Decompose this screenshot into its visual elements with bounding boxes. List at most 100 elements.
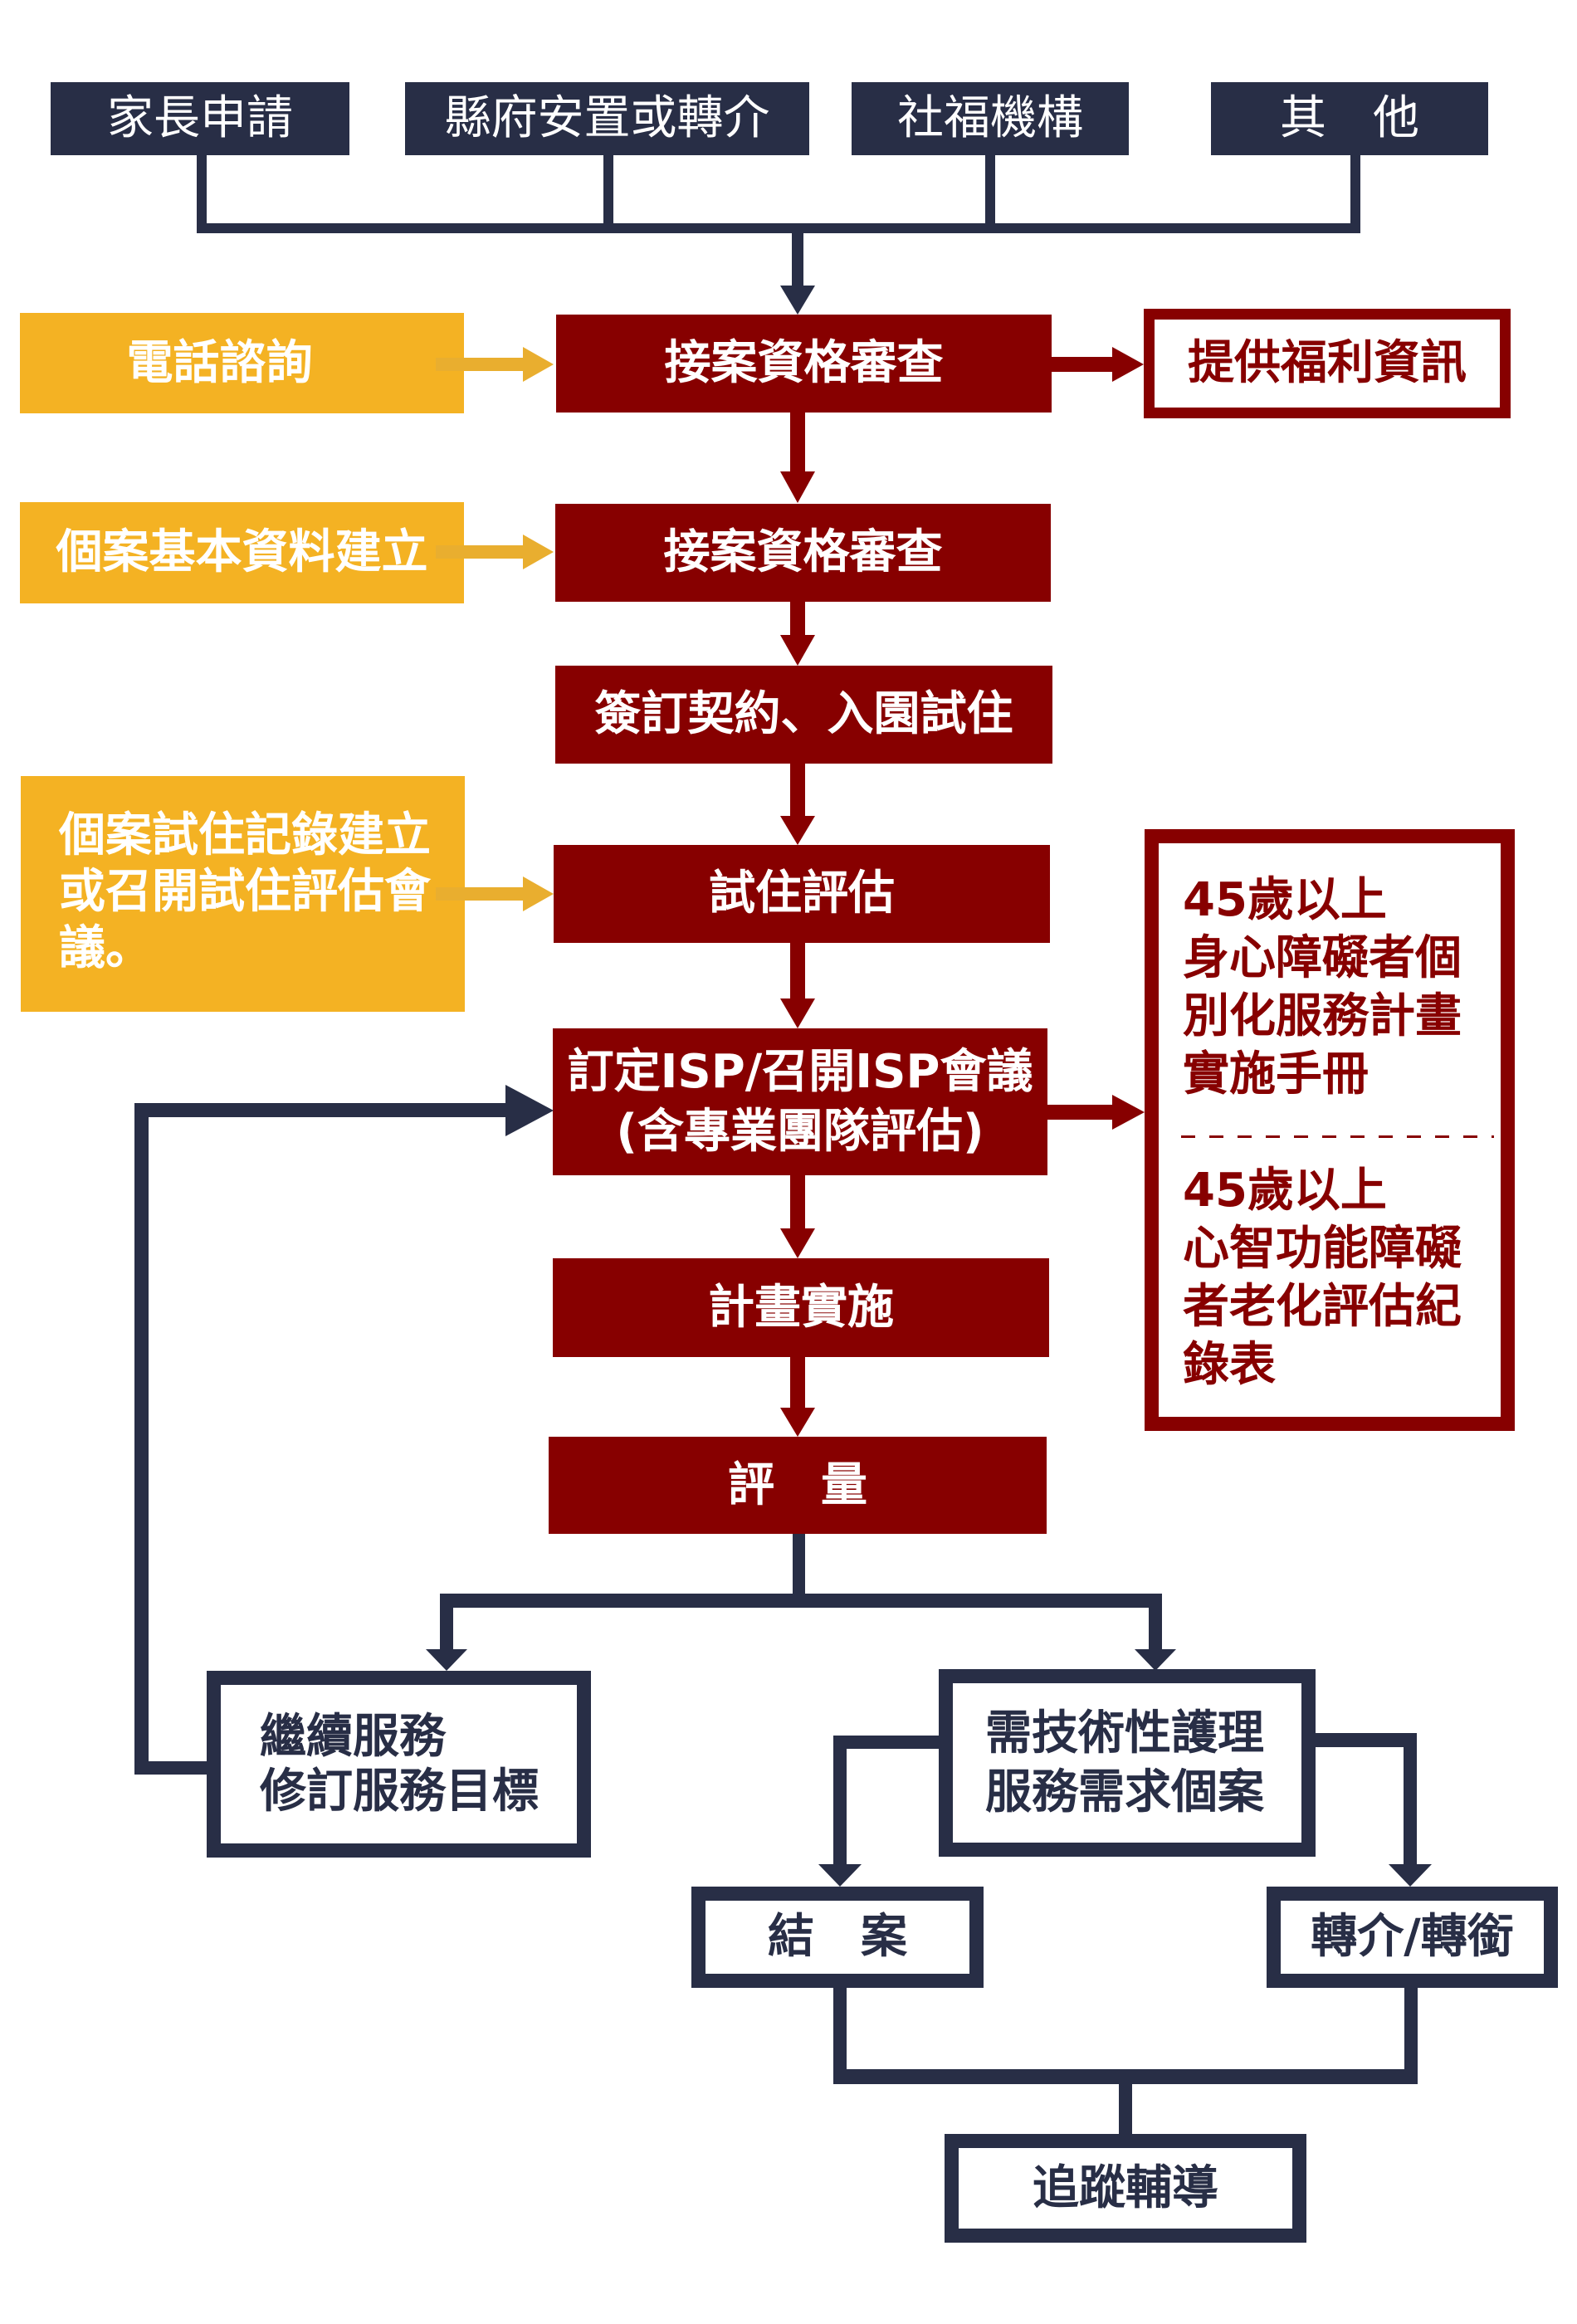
connector-referral-down [1404,1988,1418,2084]
connector-to-case-closed [833,1736,847,1866]
step-eligibility-review-1: 接案資格審查 [556,315,1052,413]
outcome-nursing-needs: 需技術性護理 服務需求個案 [939,1669,1316,1857]
outcome-case-closed: 結 案 [691,1887,984,1988]
reference-form-aging-assessment: 45歲以上 心智功能障礙 者老化評估紀 錄表 [1183,1162,1462,1394]
step-label: 計畫實施 [708,1280,894,1335]
connector-to-continue [440,1594,453,1652]
connector-source-4 [1350,155,1360,233]
connector-assessment-drop [793,1534,805,1608]
source-label: 其 他 [1280,91,1419,145]
arrowhead-right-icon [1112,1095,1145,1130]
connector-assessment-split-bar [440,1594,1162,1608]
connector-source-2 [603,155,613,233]
arrow-shaft-to-reference-forms [1047,1105,1114,1120]
step-label: 試住評估 [709,867,895,920]
connector-source-1 [197,155,207,233]
reference-form-line: 別化服務計畫 [1183,989,1462,1043]
source-box-county-placement: 縣府安置或轉介 [405,82,809,155]
outcome-line: 修訂服務目標 [260,1764,539,1819]
step-label: (含專業團隊評估) [616,1104,984,1159]
dashed-divider [1181,1135,1494,1138]
connector-closed-down [833,1988,847,2084]
connector-feedback-from-continue [134,1761,209,1775]
reference-forms-box: 45歲以上 身心障礙者個 別化服務計畫 實施手冊 45歲以上 心智功能障礙 者老… [1145,829,1515,1431]
connector-nursing-right [1313,1733,1417,1747]
connector-to-follow-up [1119,2084,1132,2134]
side-input-basic-record: 個案基本資料建立 [20,502,464,603]
connector-to-review [792,233,803,288]
arrowhead-right-icon [1112,347,1144,382]
arrow-shaft-step-4-5 [790,943,805,1000]
step-isp-meeting: 訂定ISP/召開ISP會議 (含專業團隊評估) [553,1028,1047,1175]
connector-feedback-vertical [134,1103,149,1775]
step-trial-evaluation: 試住評估 [554,845,1050,943]
step-assessment: 評 量 [549,1437,1047,1534]
reference-form-line: 者老化評估紀 [1183,1280,1462,1334]
arrowhead-right-icon [523,347,554,382]
arrowhead-down-icon [426,1649,467,1671]
reference-form-line: 身心障礙者個 [1183,931,1462,985]
step-label: 簽訂契約、入園試住 [594,687,1013,741]
side-input-label: 個案基本資料建立 [56,525,428,579]
arrowhead-down-icon [780,286,815,315]
outcome-line: 服務需求個案 [985,1765,1264,1819]
connector-to-nursing [1149,1594,1162,1652]
arrow-shaft-step-5-6 [790,1175,805,1230]
arrowhead-down-icon [818,1864,862,1887]
step-label: 訂定ISP/召開ISP會議 [567,1044,1033,1099]
outcome-continue-service: 繼續服務 修訂服務目標 [207,1671,591,1858]
side-input-label: 電話諮詢 [126,335,313,390]
step-label: 評 量 [728,1457,867,1512]
step-plan-implementation: 計畫實施 [553,1258,1049,1357]
step-eligibility-review-2: 接案資格審查 [555,504,1051,602]
reference-form-line: 錄表 [1183,1338,1276,1392]
source-box-other: 其 他 [1211,82,1488,155]
arrowhead-down-icon [780,816,815,845]
outcome-line: 需技術性護理 [985,1706,1264,1760]
side-input-phone-consult: 電話諮詢 [20,313,464,413]
connector-feedback-horizontal [134,1103,508,1117]
arrowhead-down-icon [780,471,815,503]
outcome-follow-up: 追蹤輔導 [945,2134,1306,2243]
source-label: 家長申請 [107,91,293,145]
welfare-info-label: 提供福利資訊 [1188,336,1467,390]
arrow-shaft-to-welfare-info [1052,357,1114,372]
outcome-line: 繼續服務 [260,1709,446,1764]
arrowhead-right-icon [523,535,554,569]
reference-form-line: 實施手冊 [1183,1047,1369,1101]
arrowhead-down-icon [780,1228,815,1258]
side-input-trial-record: 個案試住記錄建立 或召開試住評估會 議。 [21,776,465,1012]
reference-form-line: 45歲以上 [1183,873,1387,927]
arrowhead-down-icon [1389,1864,1432,1887]
outcome-referral: 轉介/轉銜 [1267,1887,1558,1988]
outcome-label: 結 案 [768,1910,907,1964]
source-box-social-welfare-agency: 社福機構 [852,82,1129,155]
arrowhead-down-icon [1135,1649,1176,1671]
arrowhead-down-icon [780,998,815,1028]
connector-source-3 [985,155,995,233]
arrow-shaft-step-3-4 [790,764,805,818]
side-input-line: 議。 [59,921,152,975]
arrow-shaft-step-2-3 [790,602,805,637]
source-label: 縣府安置或轉介 [444,91,770,145]
step-label: 接案資格審查 [664,336,944,390]
outcome-label: 轉介/轉銜 [1311,1910,1514,1964]
side-input-line: 或召開試住評估會 [59,865,431,919]
connector-follow-up-merge-bar [833,2069,1418,2084]
arrowhead-right-icon [523,876,554,911]
side-input-line: 個案試住記錄建立 [59,808,431,862]
step-contract-trial-stay: 簽訂契約、入園試住 [555,666,1052,764]
connector-nursing-left [833,1736,941,1749]
connector-sources-merge-bar [197,223,1360,233]
arrow-shaft-step-1-2 [790,413,805,473]
source-box-parent-application: 家長申請 [51,82,349,155]
connector-to-referral [1404,1733,1417,1866]
arrowhead-down-icon [780,1408,815,1437]
arrowhead-down-icon [780,635,815,666]
arrow-shaft-step-6-7 [790,1357,805,1409]
reference-form-handbook: 45歲以上 身心障礙者個 別化服務計畫 實施手冊 [1183,872,1462,1104]
reference-form-line: 45歲以上 [1183,1164,1387,1218]
reference-form-line: 心智功能障礙 [1183,1222,1462,1276]
welfare-info-box: 提供福利資訊 [1144,309,1511,418]
arrowhead-right-icon [505,1085,554,1136]
